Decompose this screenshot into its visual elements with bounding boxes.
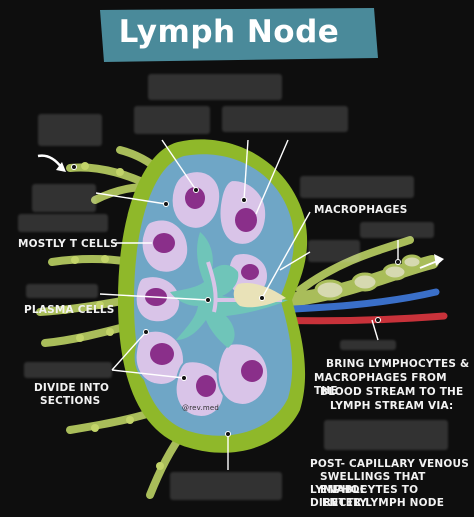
- watermark: @rev.med: [182, 404, 220, 412]
- blank-label-left-2: [32, 184, 96, 212]
- blank-label-bottom-center: [170, 472, 282, 500]
- label-post-line-4: ENTER LYMPH NODE: [322, 497, 445, 509]
- medulla: [170, 232, 288, 348]
- vessel-valves: [61, 162, 164, 470]
- blank-label-top-center: [148, 74, 282, 100]
- label-bring-line-4: LYMPH STREAM VIA:: [330, 400, 454, 412]
- blank-label-right-3: [360, 222, 434, 238]
- leader-dots: [71, 164, 401, 437]
- germinal-centers: [145, 187, 263, 397]
- leader-lines: [95, 139, 399, 470]
- blank-label-right-1: [300, 176, 414, 198]
- label-macrophages: MACROPHAGES: [314, 204, 408, 216]
- label-post-line-2: SWELLINGS THAT ENABLE: [320, 471, 426, 496]
- inflow-arrow-icon: [37, 154, 63, 169]
- artery: [268, 312, 448, 325]
- outflow-arrowhead: [434, 254, 444, 266]
- blank-label-left-1: [38, 114, 102, 146]
- hilum-macrophage-region: [233, 282, 286, 308]
- label-mostly-t-cells: MOSTLY T CELLS: [18, 238, 118, 250]
- label-post-line-3: LYMPHOCYTES TO DIRECTLY: [310, 484, 419, 509]
- blank-label-left-4: [26, 284, 98, 298]
- blank-label-left-3: [18, 214, 108, 232]
- label-plasma-cells: PLASMA CELLS: [24, 304, 115, 316]
- blank-label-left-5: [24, 362, 112, 378]
- blank-label-bottom-right: [324, 420, 448, 450]
- title-banner: [100, 8, 378, 62]
- efferent-lymphatic-vessel: [283, 236, 439, 307]
- page-title: Lymph Node: [118, 14, 340, 50]
- label-bring-line-3: BLOOD STREAM TO THE: [320, 386, 464, 398]
- label-post-line-1: POST- CAPILLARY VENOUS: [310, 458, 470, 470]
- blank-label-right-2: [308, 240, 360, 262]
- inflow-arrowhead: [56, 162, 66, 172]
- label-bring-line-2: MACROPHAGES FROM THE: [314, 372, 447, 397]
- blank-label-top-left: [134, 106, 210, 134]
- blank-label-right-4: [340, 340, 396, 350]
- blank-label-top-right: [222, 106, 348, 132]
- label-sections: SECTIONS: [40, 395, 101, 407]
- label-bring-line-1: BRING LYMPHOCYTES &: [326, 358, 470, 370]
- label-divide-into: DIVIDE INTO: [34, 382, 110, 394]
